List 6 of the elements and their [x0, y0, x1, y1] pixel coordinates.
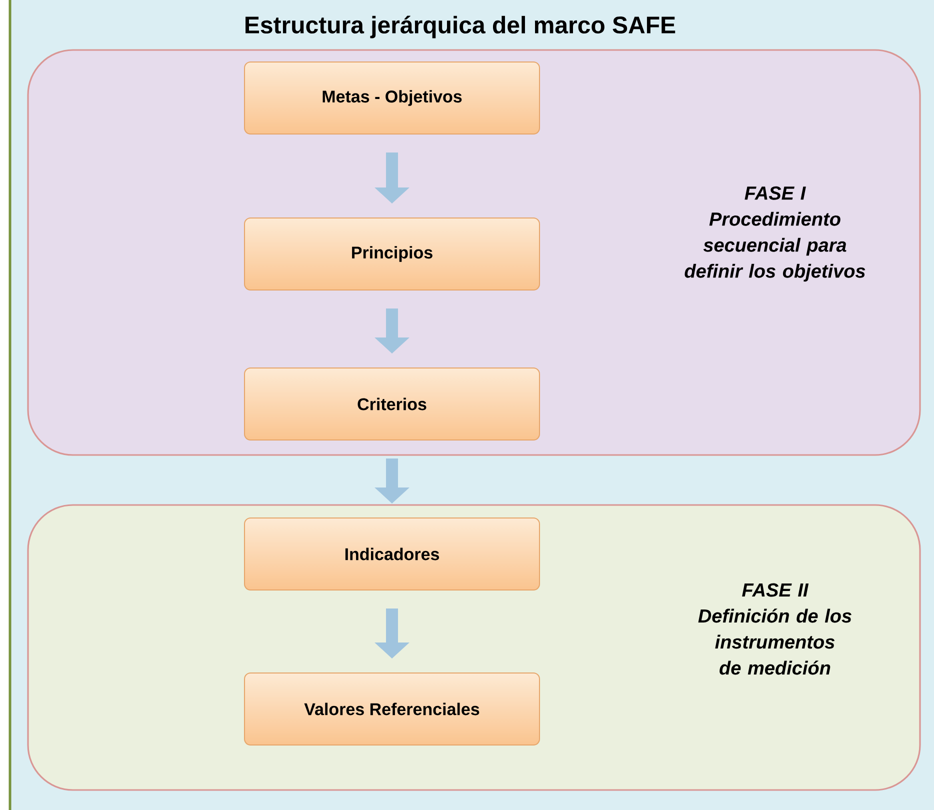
process-box: Criterios	[244, 368, 540, 440]
process-box: Indicadores	[244, 518, 540, 590]
title: Estructura jerárquica del marco SAFE	[246, 16, 676, 38]
process-box: Principios	[244, 218, 540, 290]
process-box: Valores Referenciales	[244, 672, 540, 746]
process-box: Metas - Objetivos	[244, 62, 540, 134]
